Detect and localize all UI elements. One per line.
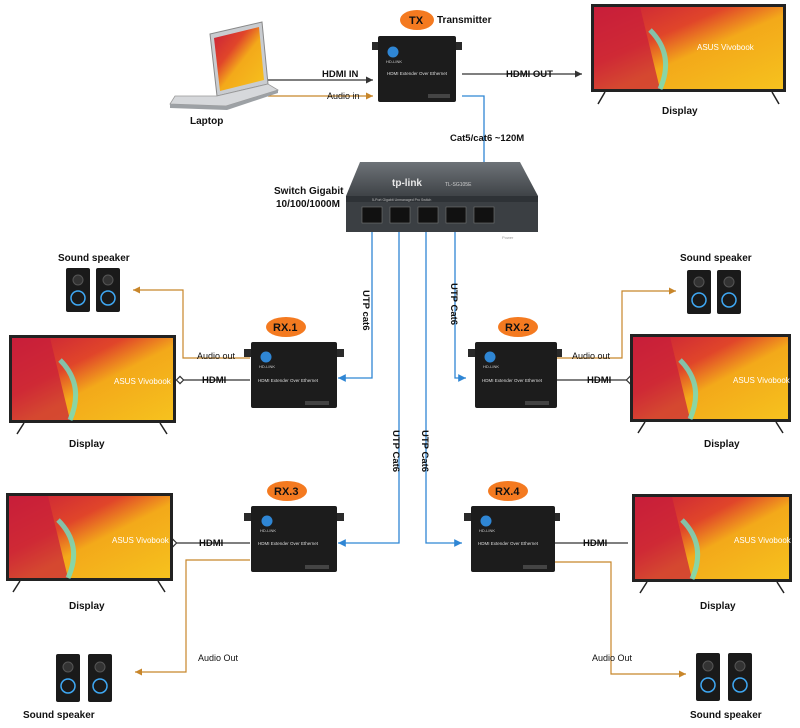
cat-line-rx2: [454, 230, 466, 382]
tx-panel-text: HDMI Extender Over Ethernet: [387, 71, 448, 76]
rx4-panel-text: HDMI Extender Over Ethernet: [478, 541, 539, 546]
display-rx1: ASUS Vivobook Display: [9, 335, 176, 450]
top-display: ASUS Vivobook Display: [591, 4, 786, 117]
speaker-rx1: Sound speaker: [58, 253, 130, 312]
rx4-badge: [488, 481, 528, 501]
rx3-display-caption: Display: [69, 601, 105, 612]
top-display-brand: ASUS Vivobook: [697, 43, 755, 52]
rx4-brand: HD-LINK: [479, 528, 495, 533]
top-display-caption: Display: [662, 106, 698, 117]
rx3-cable-label: UTP Cat6: [390, 430, 401, 472]
laptop-caption: Laptop: [190, 116, 223, 127]
rx3-screen-brand: ASUS Vivobook: [112, 536, 170, 545]
rx1-speaker-caption: Sound speaker: [58, 253, 130, 264]
speaker-rx3: Sound speaker: [23, 654, 112, 721]
rx2-brand: HD-LINK: [483, 364, 499, 369]
rx2-hdmi-label: HDMI: [587, 375, 611, 386]
switch-power: Power: [502, 235, 514, 240]
receiver-rx2: RX.2 HD-LINK HDMI Extender Over Ethernet: [468, 317, 562, 408]
rx4-badge-label: RX.4: [495, 486, 520, 498]
receiver-rx3: RX.3 HD-LINK HDMI Extender Over Ethernet: [244, 481, 344, 572]
rx2-logo-icon: [484, 351, 496, 363]
rx3-badge: [267, 481, 307, 501]
rx3-audio-line: [135, 559, 250, 676]
rx2-audio-label: Audio out: [572, 351, 611, 361]
tx-brand: HD-LINK: [386, 59, 402, 64]
rx1-cable-label: UTP cat6: [360, 290, 371, 330]
rx4-display-caption: Display: [700, 601, 736, 612]
rx3-hdmi-label: HDMI: [199, 538, 223, 549]
rx4-audio-line: [555, 561, 686, 678]
hdmi-in-label: HDMI IN: [322, 69, 359, 80]
rx1-badge-label: RX.1: [273, 322, 297, 334]
rx1-badge: [266, 317, 306, 337]
cat-label: Cat5/cat6 ~120M: [450, 133, 524, 144]
rx1-screen-brand: ASUS Vivobook: [114, 377, 172, 386]
rx2-badge-label: RX.2: [505, 322, 529, 334]
rx4-speaker-caption: Sound speaker: [690, 710, 762, 721]
rx2-screen-brand: ASUS Vivobook: [733, 376, 791, 385]
rx3-logo-icon: [261, 515, 273, 527]
hdmi-out-label: HDMI OUT: [506, 69, 553, 80]
rx4-audio-label: Audio Out: [592, 653, 633, 663]
rx1-panel-text: HDMI Extender Over Ethernet: [258, 378, 319, 383]
rx2-panel-text: HDMI Extender Over Ethernet: [482, 378, 543, 383]
tx-badge: [400, 10, 434, 30]
rx3-speaker-caption: Sound speaker: [23, 710, 95, 721]
switch-brand: tp-link: [392, 178, 422, 189]
network-switch: tp-link TL-SG105E 5-Port Gigabit Unmanag…: [274, 162, 538, 240]
display-rx4: ASUS Vivobook Display: [632, 494, 792, 612]
rx4-cable-label: UTP Cat6: [419, 430, 430, 472]
rx3-brand: HD-LINK: [260, 528, 276, 533]
rx4-screen-brand: ASUS Vivobook: [734, 536, 792, 545]
rx2-speaker-caption: Sound speaker: [680, 253, 752, 264]
tx-device: [378, 36, 456, 102]
laptop: Laptop: [169, 21, 279, 127]
switch-ports: [361, 206, 495, 224]
switch-strip: 5-Port Gigabit Unmanaged Pro Switch: [372, 198, 431, 202]
receiver-rx4: RX.4 HD-LINK HDMI Extender Over Ethernet: [464, 481, 560, 572]
cat-line-rx3: [338, 230, 400, 547]
rx1-hdmi-label: HDMI: [202, 375, 226, 386]
rx4-logo-icon: [480, 515, 492, 527]
display-rx2: ASUS Vivobook Display: [630, 334, 791, 450]
rx1-display-caption: Display: [69, 439, 105, 450]
rx3-panel-text: HDMI Extender Over Ethernet: [258, 541, 319, 546]
speaker-rx2: Sound speaker: [680, 253, 752, 314]
rx1-audio-line: [133, 286, 250, 359]
rx2-badge: [498, 317, 538, 337]
rx3-badge-label: RX.3: [274, 486, 298, 498]
tx-title: Transmitter: [437, 15, 492, 26]
cat-line-rx1: [338, 230, 373, 382]
rx2-audio-line: [555, 287, 676, 359]
cat-line-rx4: [425, 230, 462, 547]
rx1-audio-label: Audio out: [197, 351, 236, 361]
connection-lines: [133, 70, 686, 678]
tx-logo-icon: [387, 46, 399, 58]
rx2-display-caption: Display: [704, 439, 740, 450]
display-rx3: ASUS Vivobook Display: [6, 493, 173, 612]
tx-badge-label: TX: [409, 15, 424, 27]
rx2-cable-label: UTP Cat6: [448, 283, 459, 325]
rx4-hdmi-label: HDMI: [583, 538, 607, 549]
switch-label-2: 10/100/1000M: [276, 199, 340, 210]
transmitter: TX Transmitter HD-LINK HDMI Extender Ove…: [372, 10, 492, 102]
switch-model: TL-SG105E: [445, 182, 472, 188]
rx3-audio-label: Audio Out: [198, 653, 239, 663]
switch-label-1: Switch Gigabit: [274, 186, 344, 197]
receiver-rx1: RX.1 HD-LINK HDMI Extender Over Ethernet: [244, 317, 344, 408]
rx1-logo-icon: [260, 351, 272, 363]
audio-in-label: Audio in: [327, 91, 360, 101]
speaker-rx4: Sound speaker: [690, 653, 762, 721]
rx1-brand: HD-LINK: [259, 364, 275, 369]
